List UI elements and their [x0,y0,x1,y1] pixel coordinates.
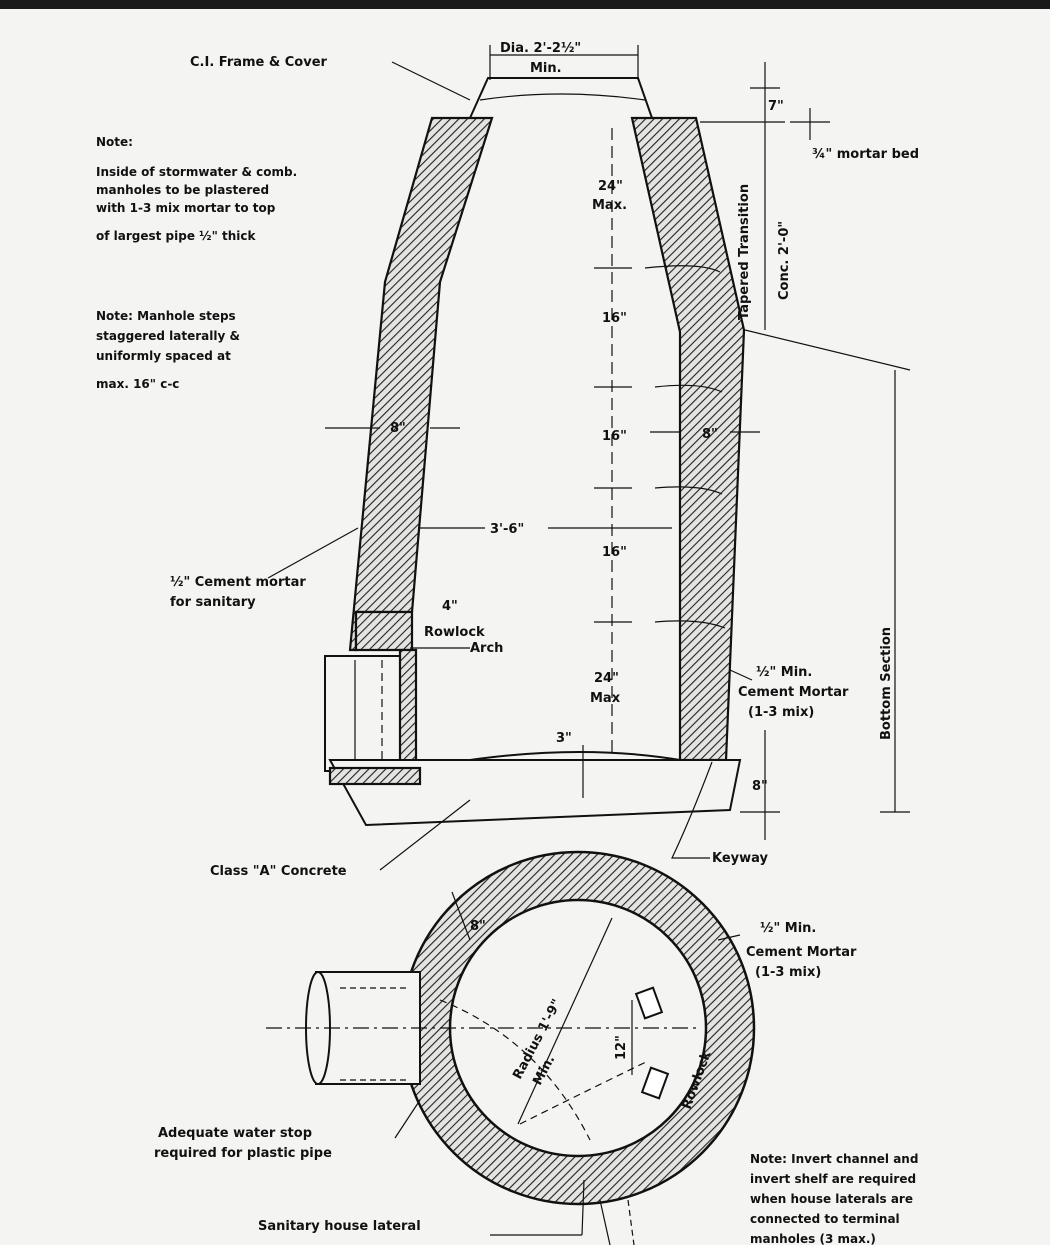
note-1-line: with 1-3 mix mortar to top [96,201,276,215]
manhole-steps [644,265,726,629]
label-bottom-section: Bottom Section [879,627,894,740]
top-border [0,0,1050,9]
label-max-bottom: Max [590,691,621,706]
label-16-c: 16" [602,545,627,560]
label-rowlock-4: 4" [442,599,458,614]
plan-label-12: 12" [614,1035,629,1060]
note-1-line: manholes to be plastered [96,183,269,197]
note-2-line: max. 16" c-c [96,377,179,391]
note-3-line: invert shelf are required [750,1172,916,1186]
note-3-line: when house laterals are [750,1192,913,1206]
label-8-base: 8" [752,779,768,794]
frame-cover [469,77,653,119]
plan-label-mortar-1: ½" Min. [760,921,816,936]
label-dia-min: Min. [530,61,562,76]
plan-steps [634,986,670,1100]
label-mortar-sanitary-1: ½" Cement mortar [170,575,306,590]
note-2: Note: Manhole steps staggered laterally … [96,309,240,391]
plan-label-wall: 8" [470,919,486,934]
note-2-line: uniformly spaced at [96,349,231,363]
label-16-b: 16" [602,429,627,444]
note-3: Note: Invert channel and invert shelf ar… [750,1152,918,1245]
label-mortar-sanitary-2: for sanitary [170,595,256,610]
label-class-a: Class "A" Concrete [210,864,347,879]
plan-label-water-stop-1: Adequate water stop [158,1126,312,1141]
label-dia: Dia. 2'-2½" [500,41,581,56]
label-min-mortar-2: Cement Mortar [738,685,849,700]
label-frame-cover: C.I. Frame & Cover [190,55,328,70]
label-wall-left: 8" [390,421,406,436]
note-2-line: Note: Manhole steps [96,309,236,323]
label-24-top: 24" [598,179,623,194]
note-1-line: of largest pipe ½" thick [96,229,257,243]
note-2-line: staggered laterally & [96,329,240,343]
plan-label-mortar-2: Cement Mortar [746,945,857,960]
note-1-line: Inside of stormwater & comb. [96,165,297,179]
inlet-pipe [324,648,418,777]
label-7: 7" [768,99,784,114]
note-1: Note: Inside of stormwater & comb. manho… [96,135,297,243]
note-3-line: Note: Invert channel and [750,1152,918,1166]
label-16-a: 16" [602,311,627,326]
label-conc: Conc. 2'-0" [777,221,792,300]
section-labels: Dia. 2'-2½" Min. C.I. Frame & Cover 7" ¾… [170,41,919,879]
plan-view [266,850,756,1245]
label-tapered-transition: Tapered Transition [737,184,752,320]
label-wall-right: 8" [702,427,718,442]
label-mortar-bed: ¾" mortar bed [812,147,919,162]
label-3: 3" [556,731,572,746]
plan-label-water-stop-2: required for plastic pipe [154,1146,332,1161]
note-3-line: connected to terminal [750,1212,900,1226]
label-min-mortar-3: (1-3 mix) [748,705,814,720]
label-keyway: Keyway [712,851,769,866]
label-max-top: Max. [592,198,627,213]
concrete-base [328,759,742,827]
label-arch: Arch [470,641,503,656]
label-min-mortar-1: ½" Min. [756,665,812,680]
note-3-line: manholes (3 max.) [750,1232,876,1245]
label-24-bottom: 24" [594,671,619,686]
label-inside-dia: 3'-6" [490,522,524,537]
note-1-line: Note: [96,135,133,149]
label-rowlock: Rowlock [424,625,485,640]
plan-label-sanitary-lateral: Sanitary house lateral [258,1219,421,1234]
left-wall [348,116,494,652]
plan-label-mortar-3: (1-3 mix) [755,965,821,980]
section-view [267,45,911,871]
rowlock-arch [354,610,414,652]
right-wall [630,116,746,762]
